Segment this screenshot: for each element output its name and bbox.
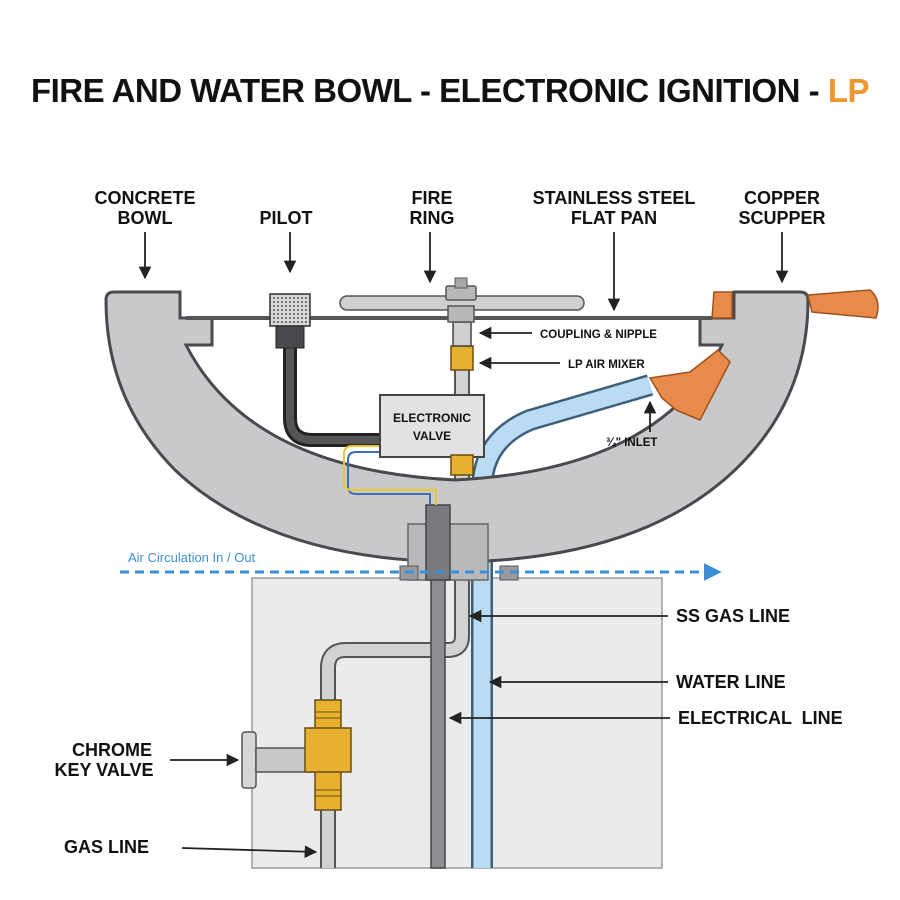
label-pilot: PILOT [260, 208, 313, 228]
air-circulation-label: Air Circulation In / Out [128, 550, 256, 565]
label-ss-gas-line: SS GAS LINE [676, 606, 790, 626]
electronic-valve [379, 394, 485, 458]
label-concrete-bowl-1: CONCRETE [94, 188, 195, 208]
label-copper-scupper-2: SCUPPER [738, 208, 825, 228]
label-chrome-key-valve-2: KEY VALVE [54, 760, 153, 780]
pilot-tube [286, 345, 392, 444]
label-water-line: WATER LINE [676, 672, 786, 692]
label-flat-pan-2: FLAT PAN [571, 208, 657, 228]
label-flat-pan-1: STAINLESS STEEL [533, 188, 696, 208]
label-gas-line: GAS LINE [64, 837, 149, 857]
copper-inlet [648, 348, 731, 421]
copper-scupper [807, 289, 879, 319]
pilot-head [269, 293, 311, 327]
label-fire-ring-2: RING [410, 208, 455, 228]
wire-yellow [343, 445, 437, 505]
brass-tee-body [304, 727, 352, 773]
electrical-sleeve [425, 504, 451, 581]
label-electrical-line: ELECTRICAL LINE [678, 708, 843, 728]
electronic-valve-label-1: ELECTRONIC [393, 411, 471, 425]
chrome-key-valve-plate [241, 731, 257, 789]
label-copper-scupper-1: COPPER [744, 188, 820, 208]
diagram-title: FIRE AND WATER BOWL - ELECTRONIC IGNITIO… [31, 72, 869, 109]
electronic-valve-label-2: VALVE [413, 429, 451, 443]
label-concrete-bowl-2: BOWL [118, 208, 173, 228]
gas-line [322, 330, 468, 868]
label-lp-air-mixer: LP AIR MIXER [568, 359, 645, 371]
copper-scupper-inner [711, 291, 733, 319]
label-chrome-key-valve-1: CHROME [72, 740, 152, 760]
pilot-body [275, 325, 305, 349]
coupling-nipple [452, 321, 472, 347]
pilot-tube-outline [283, 345, 392, 447]
brass-fitting-lower [450, 454, 474, 476]
label-inlet: ¾" INLET [606, 437, 657, 449]
wire-blue [347, 451, 431, 505]
concrete-bowl [104, 290, 810, 564]
label-fire-ring-1: FIRE [411, 188, 452, 208]
title-fuel: LP [828, 72, 869, 109]
title-main: FIRE AND WATER BOWL - ELECTRONIC IGNITIO… [31, 72, 828, 109]
lp-air-mixer [450, 345, 474, 371]
label-coupling-nipple: COUPLING & NIPPLE [540, 329, 657, 341]
